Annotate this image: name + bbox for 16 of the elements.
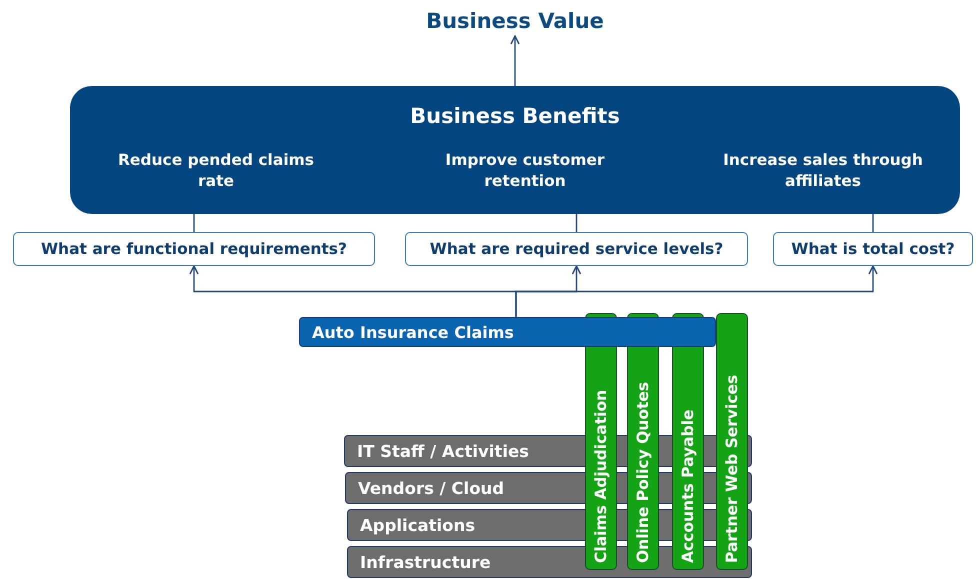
benefit-text: Reduce pended claims rate: [116, 150, 316, 192]
service-column: Partner Web Services: [716, 313, 748, 570]
question-box: What are required service levels?: [405, 232, 748, 266]
question-box: What are functional requirements?: [13, 232, 375, 266]
arrow: [515, 265, 878, 317]
goal-text: Business Value: [395, 6, 635, 36]
panel-heading: Business Benefits: [409, 104, 621, 128]
connector-line: [576, 214, 578, 232]
benefits-panel: [70, 86, 960, 214]
benefit-text: Improve customer retention: [444, 150, 606, 192]
arrow: [510, 35, 520, 86]
question-box: What is total cost?: [773, 232, 973, 266]
connector-line: [193, 214, 195, 232]
benefit-text: Increase sales through affiliates: [722, 150, 924, 192]
application-bar: Auto Insurance Claims: [299, 317, 716, 347]
connector-line: [872, 214, 874, 232]
